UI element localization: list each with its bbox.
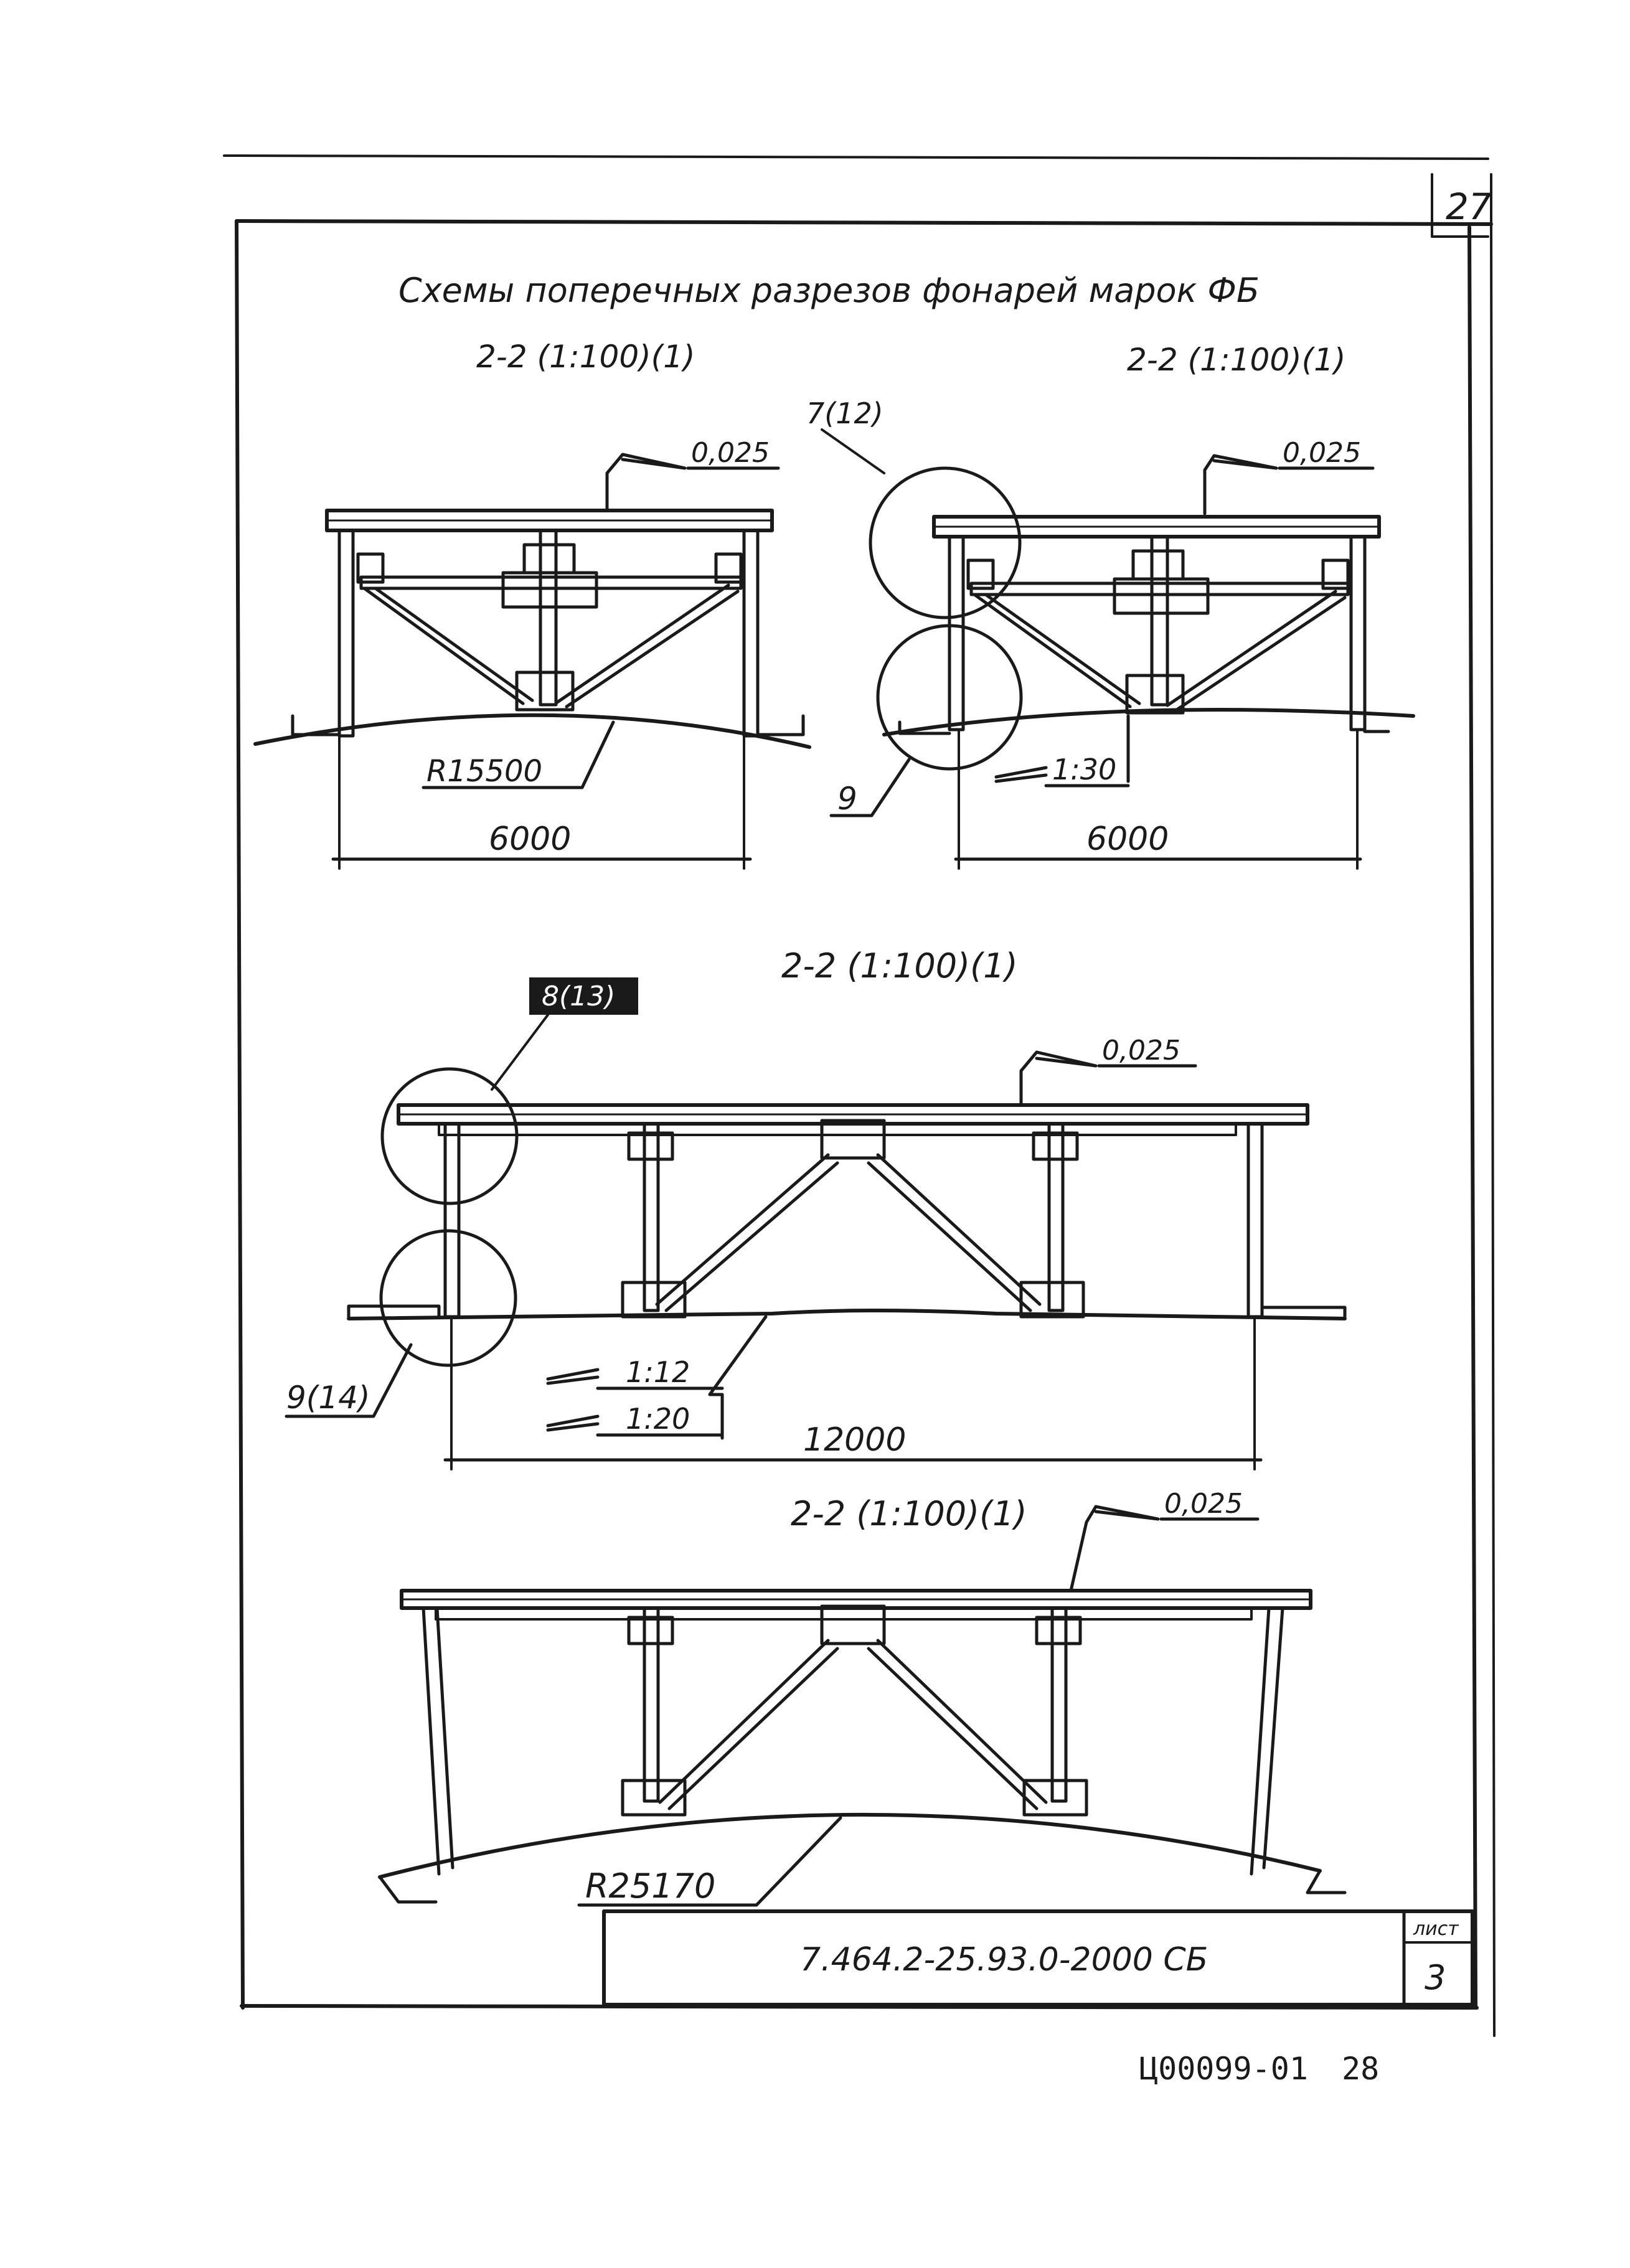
section-1-tie bbox=[359, 575, 743, 590]
section-4-brace-right bbox=[867, 1639, 1048, 1810]
section-2-heading: 2-2 (1:100)(1) bbox=[1127, 342, 1346, 378]
sheet-title: Схемы поперечных разрезов фонарей марок … bbox=[398, 271, 1260, 310]
page-number: 27 bbox=[1446, 186, 1492, 228]
section-2-node-bottom-leader bbox=[829, 758, 911, 817]
section-2-sloped-roof bbox=[882, 708, 1415, 736]
section-4-heading: 2-2 (1:100)(1) bbox=[791, 1494, 1027, 1533]
section-3-brace-left bbox=[655, 1153, 839, 1312]
section-3-base-slope-1: 1:12 bbox=[626, 1355, 690, 1389]
section-4-slope: 0,025 bbox=[1164, 1488, 1243, 1520]
section-1-radius-leader bbox=[422, 720, 615, 789]
section-3-span: 12000 bbox=[803, 1421, 906, 1459]
section-2-node-bottom: 9 bbox=[837, 781, 857, 817]
section-2-base-slope: 1:30 bbox=[1052, 753, 1116, 786]
section-2-span: 6000 bbox=[1086, 821, 1169, 858]
section-2-node-top: 7(12) bbox=[806, 397, 883, 430]
section-1: 2-2 (1:100)(1) 0,025 R15500 6000 bbox=[253, 339, 811, 870]
section-1-brace-left bbox=[362, 586, 534, 705]
section-4-post-right bbox=[1250, 1606, 1284, 1876]
section-3-node-bottom: 9(14) bbox=[286, 1380, 370, 1416]
sheet-label: лист bbox=[1413, 1918, 1459, 1940]
section-3-node-bottom-circle bbox=[379, 1229, 517, 1367]
section-1-post-left bbox=[337, 529, 355, 738]
sheet-number: 3 bbox=[1425, 1958, 1446, 1997]
section-4-radius: R25170 bbox=[585, 1866, 715, 1906]
title-block bbox=[602, 1909, 1474, 2007]
section-1-radius: R15500 bbox=[426, 754, 542, 789]
section-4-radius-leader bbox=[577, 1816, 842, 1907]
section-1-slope: 0,025 bbox=[691, 437, 770, 469]
section-2-slope: 0,025 bbox=[1283, 437, 1361, 469]
section-1-curved-roof bbox=[253, 713, 811, 749]
section-4-curved-roof bbox=[378, 1812, 1322, 1879]
archive-code: Ц00099-01 bbox=[1139, 2051, 1308, 2087]
section-4: 2-2 (1:100)(1) 0,025 R25170 bbox=[378, 1488, 1347, 1907]
section-3-node-top-label-box bbox=[529, 977, 638, 1015]
sheet-frame bbox=[223, 154, 1496, 2037]
section-3: 2-2 (1:100)(1) 0,025 8(13) 1:12 1:20 bbox=[285, 946, 1347, 1470]
section-2: 2-2 (1:100)(1) 0,025 7(12) 1:30 9 6000 bbox=[806, 342, 1415, 870]
section-3-sloped-roof bbox=[347, 1309, 1347, 1320]
section-1-post-right bbox=[742, 529, 760, 738]
section-1-parapet-right bbox=[756, 708, 805, 736]
section-1-heading: 2-2 (1:100)(1) bbox=[476, 339, 695, 375]
section-1-slope-arrow bbox=[605, 453, 687, 512]
section-2-node-top-circle bbox=[869, 466, 1022, 619]
section-3-brace-right bbox=[867, 1153, 1042, 1312]
archive-page: 28 bbox=[1342, 2051, 1379, 2087]
section-4-post-left bbox=[422, 1606, 455, 1876]
section-3-heading: 2-2 (1:100)(1) bbox=[781, 946, 1018, 986]
section-1-span: 6000 bbox=[489, 821, 571, 858]
section-1-brace-right bbox=[555, 583, 740, 708]
section-3-node-bottom-leader bbox=[285, 1343, 413, 1418]
section-3-base-slope-2: 1:20 bbox=[626, 1402, 690, 1436]
section-3-slope: 0,025 bbox=[1102, 1035, 1180, 1066]
section-1-post-middle bbox=[539, 529, 558, 707]
section-3-node-top: 8(13) bbox=[542, 981, 615, 1012]
section-4-brace-left bbox=[658, 1639, 839, 1810]
drawing-designation: 7.464.2-25.93.0-2000 СБ bbox=[800, 1941, 1208, 1979]
